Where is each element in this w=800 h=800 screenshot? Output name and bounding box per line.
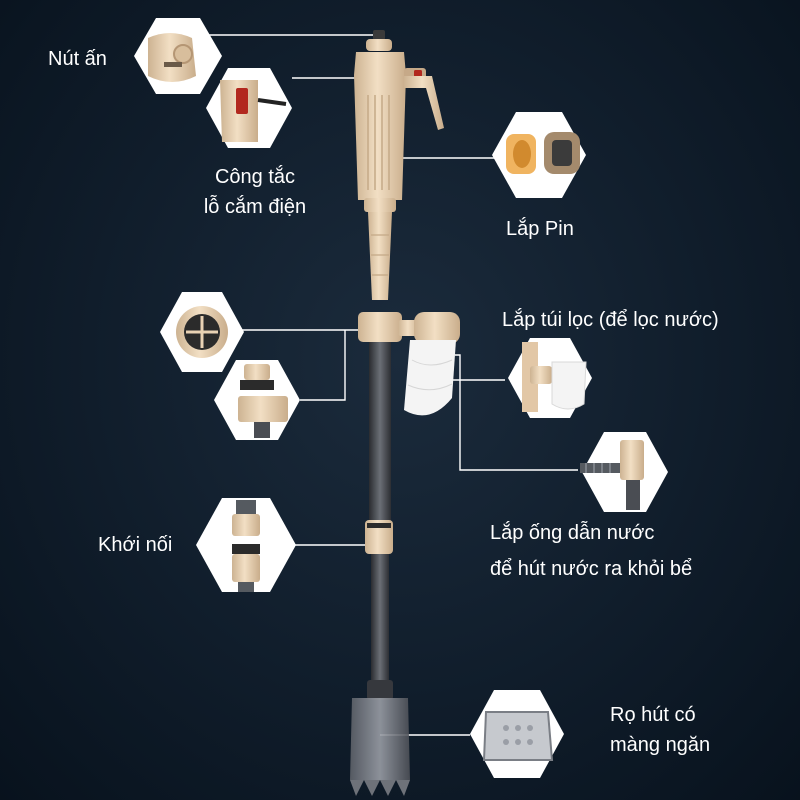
- hex-battery: [492, 112, 586, 198]
- label-filter-bag: Lắp túi lọc (để lọc nước): [502, 309, 719, 331]
- connector-band: [367, 523, 391, 528]
- valve-junction: [358, 312, 402, 342]
- label-battery: Lắp Pin: [506, 218, 574, 240]
- filter-bag: [404, 340, 456, 416]
- leader-hose: [455, 354, 578, 471]
- connector-sleeve: [365, 520, 393, 554]
- neck: [368, 212, 392, 300]
- hook-arm: [404, 76, 444, 130]
- leader-lines: [206, 34, 578, 736]
- hex-nozzle: [470, 690, 564, 778]
- lower-tube: [371, 554, 389, 684]
- hex-switch: [206, 68, 292, 148]
- label-hose-line1: Lắp ống dẫn nước: [490, 522, 655, 544]
- siphon-device: [350, 30, 460, 796]
- nozzle-thread: [367, 680, 393, 700]
- label-nozzle: Rọ hút có màng ngăn: [610, 700, 710, 760]
- label-connector: Khới nối: [98, 534, 173, 556]
- push-button-knob: [373, 30, 385, 40]
- hex-push-button: [134, 18, 222, 94]
- leader-valve-bottom: [300, 330, 346, 401]
- filter-cap: [414, 312, 460, 344]
- label-hose: Lắp ống dẫn nước để hút nước ra khỏi bể: [490, 518, 692, 584]
- label-hose-line2: để hút nước ra khỏi bể: [490, 558, 693, 580]
- handle-body: [354, 52, 406, 200]
- suction-nozzle: [350, 698, 410, 780]
- hex-connector: [196, 498, 296, 592]
- hex-valve-bottom: [214, 360, 300, 440]
- hex-filter-bag: [508, 338, 592, 418]
- label-switch-line1: Công tắc: [214, 166, 296, 188]
- neck-collar: [364, 198, 396, 212]
- label-switch: Công tắc lỗ cắm điện: [190, 162, 320, 222]
- upper-tube: [369, 342, 391, 522]
- label-nozzle-line2: màng ngăn: [610, 734, 711, 756]
- hex-valve-top: [160, 292, 244, 372]
- nozzle-teeth: [350, 780, 410, 796]
- label-nozzle-line1: Rọ hút có: [610, 704, 696, 726]
- hex-hose: [580, 432, 668, 512]
- push-button-cap: [366, 39, 392, 51]
- label-switch-line2: lỗ cắm điện: [203, 196, 307, 218]
- label-push-button: Nút ấn: [48, 48, 107, 70]
